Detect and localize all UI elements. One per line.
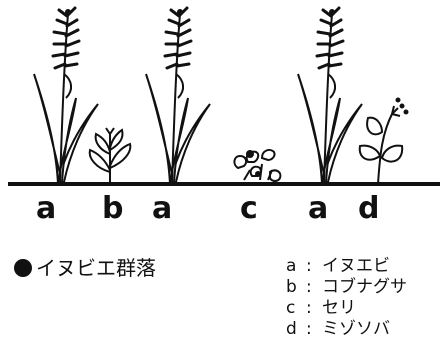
- plant-c: [233, 149, 282, 182]
- plant-a-2: [144, 6, 212, 186]
- bullet-icon: [14, 259, 32, 277]
- plant-label-3: a: [152, 191, 173, 226]
- legend-row-a: a: イヌエビ: [286, 256, 407, 277]
- legend-separator: :: [306, 319, 312, 339]
- legend-name: イヌエビ: [322, 256, 390, 276]
- legend-key: a: [286, 256, 297, 276]
- plant-label-6: d: [358, 191, 380, 226]
- plant-d: [358, 97, 409, 185]
- legend-row-d: d: ミゾソバ: [286, 319, 407, 340]
- plant-a-3: [296, 6, 364, 186]
- legend-separator: :: [306, 256, 312, 276]
- plant-label-5: a: [308, 191, 329, 226]
- legend-row-c: c: セリ: [286, 298, 407, 319]
- legend: a: イヌエビ b: コブナグサ c: セリ d: ミゾソバ: [286, 256, 407, 340]
- community-title: イヌビエ群落: [14, 256, 156, 280]
- legend-name: ミゾソバ: [322, 319, 390, 339]
- legend-separator: :: [306, 298, 312, 318]
- legend-separator: :: [306, 277, 312, 297]
- plant-a-1: [32, 6, 100, 186]
- community-title-text: イヌビエ群落: [36, 256, 156, 280]
- plant-label-2: b: [102, 191, 124, 226]
- legend-key: c: [286, 298, 296, 318]
- legend-key: d: [286, 319, 297, 339]
- plant-label-1: a: [36, 191, 57, 226]
- legend-name: セリ: [322, 298, 356, 318]
- legend-key: b: [286, 277, 297, 297]
- legend-row-b: b: コブナグサ: [286, 277, 407, 298]
- plant-label-4: c: [240, 191, 258, 226]
- plant-community-illustration: [8, 6, 440, 186]
- legend-name: コブナグサ: [322, 277, 407, 297]
- plant-b: [88, 127, 132, 184]
